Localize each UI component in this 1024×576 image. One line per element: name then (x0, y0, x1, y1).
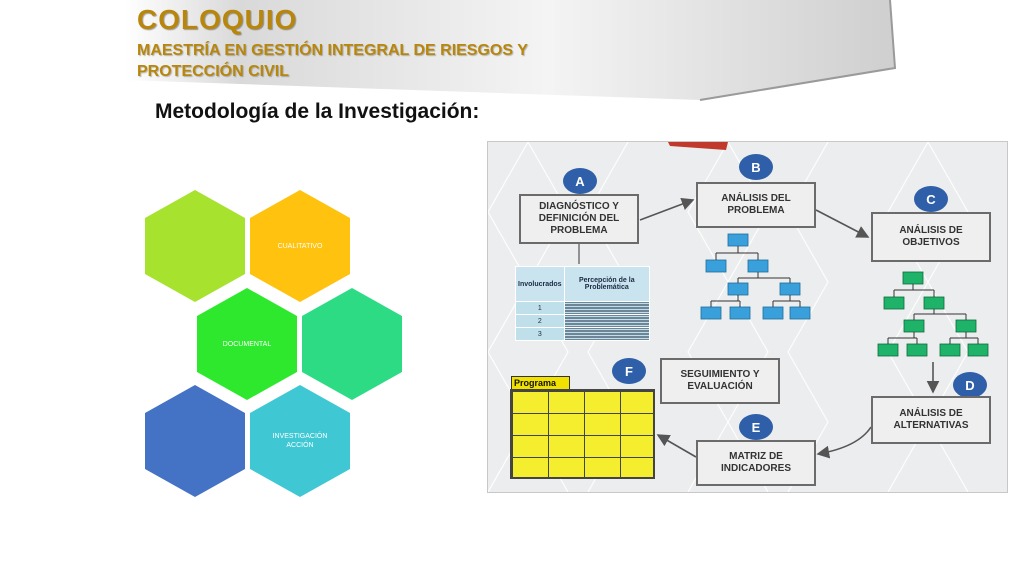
table-row-3: 3 (515, 327, 565, 341)
flow-background (488, 142, 989, 492)
hexagon-cualitativo: CUALITATIVO (250, 190, 350, 302)
programa-label: Programa (511, 376, 570, 390)
table-row-2: 2 (515, 314, 565, 328)
methodology-flow-diagram: A DIAGNÓSTICO Y DEFINICIÓN DEL PROBLEMA … (487, 141, 1008, 493)
step-a-badge: A (563, 168, 597, 194)
hexagon-bottom-left (145, 385, 245, 497)
step-c-badge: C (914, 186, 948, 212)
banner-subtitle: MAESTRÍA EN GESTIÓN INTEGRAL DE RIESGOS … (137, 42, 528, 80)
hexagon-top-left (145, 190, 245, 302)
step-c-box: ANÁLISIS DE OBJETIVOS (871, 212, 991, 262)
step-e-badge: E (739, 414, 773, 440)
programa-grid (510, 389, 655, 479)
step-d-box: ANÁLISIS DE ALTERNATIVAS (871, 396, 991, 444)
step-d-badge: D (953, 372, 987, 398)
table-cell-lines (563, 314, 651, 328)
table-header-percepcion: Percepción de la Problemática (563, 266, 651, 302)
step-f-box: SEGUIMIENTO Y EVALUACIÓN (660, 358, 780, 404)
hexagon-investigacion-accion: INVESTIGACIÓN ACCIÓN (250, 385, 350, 497)
blue-tree-chart (700, 233, 811, 320)
step-e-box: MATRIZ DE INDICADORES (696, 440, 816, 486)
hexagon-documental: DOCUMENTAL (197, 288, 297, 400)
banner-shape (125, 0, 897, 101)
page-heading: Metodología de la Investigación: (155, 100, 480, 123)
step-b-badge: B (739, 154, 773, 180)
table-cell-lines (563, 327, 651, 341)
table-header-involucrados: Involucrados (515, 266, 565, 302)
step-f-badge: F (612, 358, 646, 384)
step-b-box: ANÁLISIS DEL PROBLEMA (696, 182, 816, 228)
step-a-box: DIAGNÓSTICO Y DEFINICIÓN DEL PROBLEMA (519, 194, 639, 244)
table-row-1: 1 (515, 301, 565, 315)
hexagon-diagram: CUALITATIVO DOCUMENTAL INVESTIGACIÓN ACC… (140, 190, 410, 502)
hexagon-middle-right (302, 288, 402, 400)
involucrados-table: Involucrados Percepción de la Problemáti… (515, 266, 651, 341)
table-cell-lines (563, 301, 651, 315)
banner-title: COLOQUIO (137, 4, 298, 35)
header-banner: COLOQUIO MAESTRÍA EN GESTIÓN INTEGRAL DE… (0, 0, 1024, 110)
